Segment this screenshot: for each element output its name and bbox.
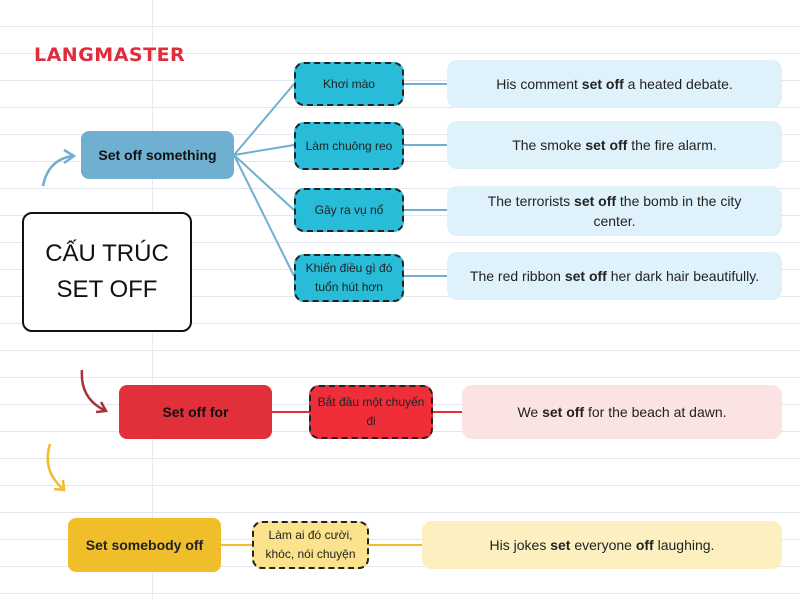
meaning-box: Làm ai đó cười, khóc, nói chuyện [252, 521, 369, 569]
page-title: CẤU TRÚC SET OFF [22, 212, 192, 332]
example-box: The red ribbon set off her dark hair bea… [447, 252, 782, 300]
branch-line [233, 154, 295, 277]
yellow-arrow-head [53, 479, 66, 492]
meaning-box: Khơi mào [294, 62, 404, 106]
blue-arrow-icon [41, 154, 73, 187]
branch-line [233, 83, 295, 156]
structure-set-off-for: Set off for [119, 385, 272, 439]
meaning-box: Làm chuông reo [294, 122, 404, 170]
blue-arrow-head [63, 148, 77, 165]
red-arrow-icon [80, 369, 105, 412]
example-box: His jokes set everyone off laughing. [422, 521, 782, 569]
example-box: The smoke set off the fire alarm. [447, 121, 782, 169]
example-box: His comment set off a heated debate. [447, 60, 782, 108]
meaning-box: Gây ra vụ nổ [294, 188, 404, 232]
red-arrow-head [95, 401, 109, 414]
branch-line [233, 144, 295, 156]
structure-set-somebody-off: Set somebody off [68, 518, 221, 572]
example-box: We set off for the beach at dawn. [462, 385, 782, 439]
meaning-box: Bắt đầu một chuyến đi [309, 385, 433, 439]
meaning-box: Khiến điều gì đó tuổn hút hơn [294, 254, 404, 302]
branch-line [233, 154, 295, 211]
structure-set-off-something: Set off something [81, 131, 234, 179]
langmaster-logo: LANGMASTER [34, 44, 186, 66]
yellow-arrow-icon [46, 443, 63, 489]
title-line-2: SET OFF [56, 276, 158, 303]
example-box: The terrorists set off the bomb in the c… [447, 186, 782, 236]
title-line-1: CẤU TRÚC [45, 240, 169, 267]
